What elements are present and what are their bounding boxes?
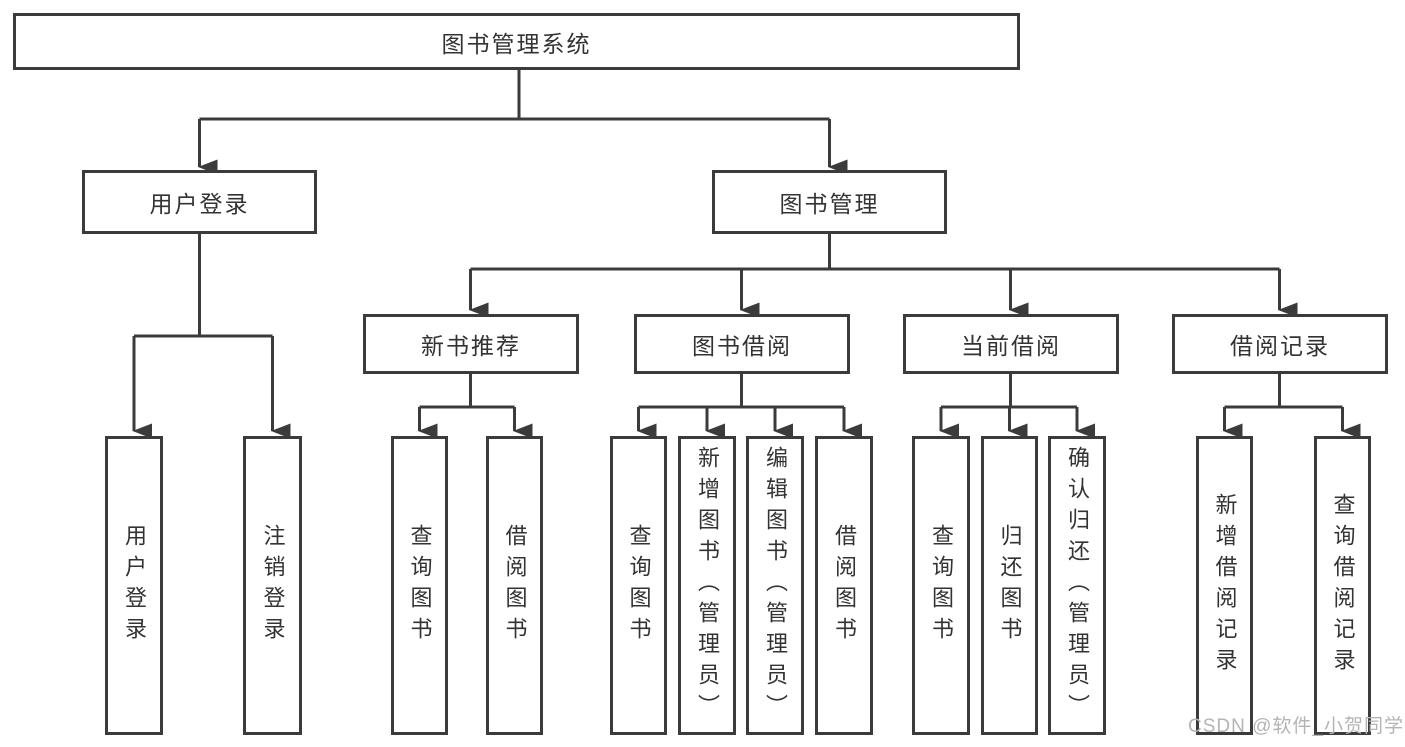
node-book-borrow: 图书借阅 <box>634 314 850 374</box>
leaf-borrow-books-1-label: 借阅图书 <box>502 523 528 648</box>
node-current-borrow-label: 当前借阅 <box>961 333 1061 359</box>
node-new-book-recommend: 新书推荐 <box>363 314 579 374</box>
leaf-query-books-2-label: 查询图书 <box>626 523 652 648</box>
leaf-confirm-return-admin-label: 确认归还（管理员） <box>1065 446 1090 725</box>
leaf-logout: 注销登录 <box>243 436 302 735</box>
node-book-borrow-label: 图书借阅 <box>692 333 792 359</box>
leaf-query-borrow-record-label: 查询借阅记录 <box>1330 492 1356 679</box>
leaf-query-books-2: 查询图书 <box>610 436 667 735</box>
connector-book-borrow <box>638 374 844 409</box>
leaf-return-books: 归还图书 <box>981 436 1038 735</box>
csdn-watermark: CSDN @软件_小贺同学 <box>1188 716 1404 737</box>
leaf-edit-books-admin-label: 编辑图书（管理员） <box>763 446 788 725</box>
leaf-add-books-admin: 新增图书（管理员） <box>678 436 736 735</box>
connector-borrow-records <box>1224 374 1343 409</box>
leaf-add-borrow-record: 新增借阅记录 <box>1196 436 1253 735</box>
leaf-borrow-books-1: 借阅图书 <box>486 436 543 735</box>
node-new-book-recommend-label: 新书推荐 <box>421 333 521 359</box>
leaf-query-books-3-label: 查询图书 <box>929 523 954 648</box>
node-borrow-records-label: 借阅记录 <box>1230 333 1330 359</box>
leaf-query-books-3: 查询图书 <box>912 436 970 735</box>
leaf-logout-label: 注销登录 <box>260 523 286 648</box>
leaf-query-books-1: 查询图书 <box>391 436 448 735</box>
leaf-return-books-label: 归还图书 <box>997 523 1023 648</box>
node-current-borrow: 当前借阅 <box>903 314 1119 374</box>
leaf-borrow-books-2: 借阅图书 <box>815 436 873 735</box>
connector-root <box>199 70 830 121</box>
leaf-user-login: 用户登录 <box>105 436 163 735</box>
leaf-borrow-books-2-label: 借阅图书 <box>832 523 857 648</box>
node-book-management-label: 图书管理 <box>779 191 880 217</box>
connector-user-login <box>134 234 273 338</box>
leaf-confirm-return-admin: 确认归还（管理员） <box>1048 436 1106 735</box>
node-borrow-records: 借阅记录 <box>1172 314 1388 374</box>
node-user-login: 用户登录 <box>82 170 317 234</box>
node-user-login-label: 用户登录 <box>149 191 250 217</box>
connector-book-management <box>470 234 1280 271</box>
leaf-edit-books-admin: 编辑图书（管理员） <box>746 436 804 735</box>
connector-new-book-recommend <box>419 374 515 409</box>
leaf-add-borrow-record-label: 新增借阅记录 <box>1212 492 1238 679</box>
node-book-management: 图书管理 <box>712 170 947 234</box>
leaf-query-books-1-label: 查询图书 <box>407 523 433 648</box>
leaf-user-login-label: 用户登录 <box>122 523 147 648</box>
connector-current-borrow <box>941 374 1077 409</box>
node-root-system: 图书管理系统 <box>13 13 1020 70</box>
node-root-system-label: 图书管理系统 <box>441 30 592 57</box>
leaf-query-borrow-record: 查询借阅记录 <box>1314 436 1371 735</box>
leaf-add-books-admin-label: 新增图书（管理员） <box>695 446 720 725</box>
